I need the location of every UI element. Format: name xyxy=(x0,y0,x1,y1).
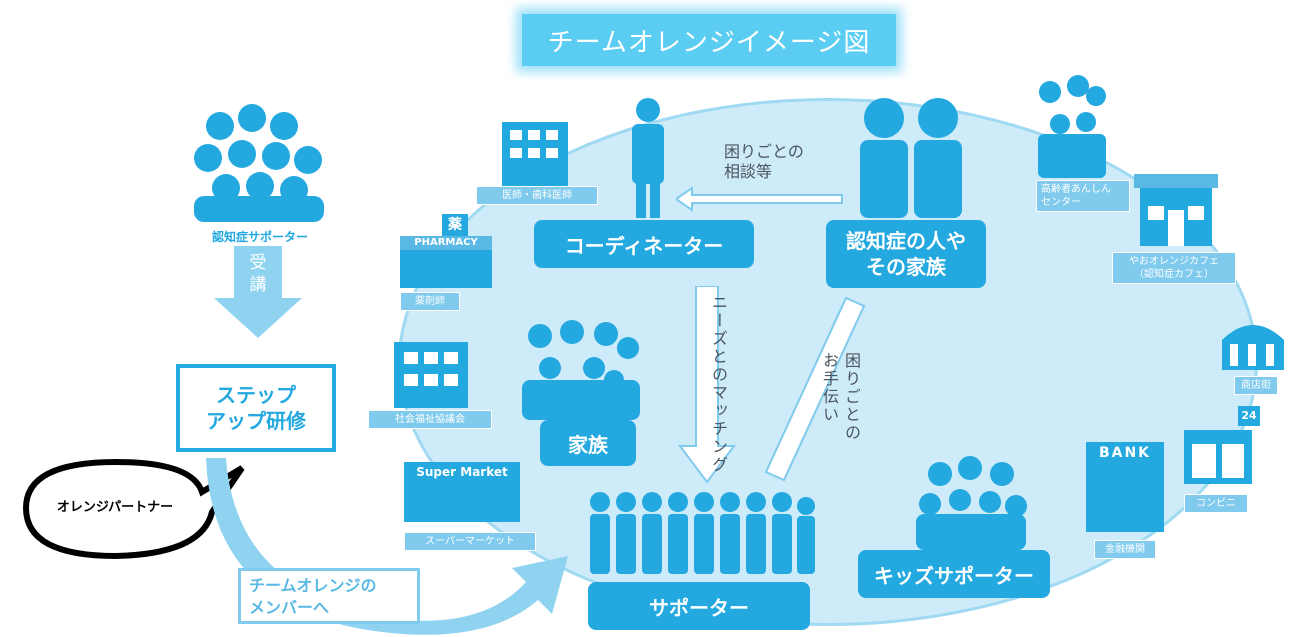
matching-arrow xyxy=(678,286,736,484)
consult-label: 困りごとの 相談等 xyxy=(724,142,804,181)
family-box: 家族 xyxy=(540,420,636,466)
supermarket-sign: Super Market xyxy=(416,465,508,479)
page-title: チームオレンジイメージ図 xyxy=(522,14,896,66)
bank-caption: 金融機関 xyxy=(1094,540,1156,559)
shopping-street-caption: 商店街 xyxy=(1234,376,1278,395)
pharmacy-building-icon: PHARMACY xyxy=(400,236,492,288)
cafe-building-icon xyxy=(1134,174,1218,246)
shopping-street-icon xyxy=(1222,325,1284,370)
council-building-icon xyxy=(394,342,468,408)
to-members-box: チームオレンジの メンバーへ xyxy=(238,568,420,624)
hospital-building-icon xyxy=(502,122,568,186)
coordinator-person-icon xyxy=(632,98,664,218)
matching-label: ニーズとのマッチング xyxy=(709,294,728,474)
family-group-icon xyxy=(522,320,640,420)
down-arrow xyxy=(214,246,302,338)
pharmacist-caption: 薬剤師 xyxy=(400,292,460,311)
supermarket-caption: スーパーマーケット xyxy=(404,532,536,551)
convenience-sign-24: 24 xyxy=(1238,406,1260,426)
supporter-group-icon xyxy=(194,104,324,222)
help-label: 困りごとの お手伝い xyxy=(820,352,861,442)
bank-building-icon: BANK xyxy=(1086,442,1164,532)
supporter-box: サポーター xyxy=(588,582,810,630)
supporters-group-icon xyxy=(590,492,815,574)
attend-label: 受 講 xyxy=(249,253,267,295)
step-up-label: ステップ アップ研修 xyxy=(206,383,306,433)
pharmacy-sign: PHARMACY xyxy=(400,236,492,250)
elderly-center-people-icon xyxy=(1038,75,1106,178)
bank-sign: BANK xyxy=(1098,445,1152,461)
elderly-center-caption: 高齢者あんしん センター xyxy=(1036,180,1130,212)
supermarket-building-icon: Super Market xyxy=(404,462,520,522)
coordinator-box: コーディネーター xyxy=(534,220,754,268)
convenience-caption: コンビニ xyxy=(1184,494,1248,513)
help-arrow xyxy=(764,296,866,482)
doctor-caption: 医師・歯科医師 xyxy=(476,186,598,205)
person-family-box: 認知症の人や その家族 xyxy=(826,220,986,288)
social-council-caption: 社会福祉協議会 xyxy=(368,410,492,429)
kids-supporter-box: キッズサポーター xyxy=(858,550,1050,598)
convenience-store-icon xyxy=(1184,430,1252,484)
pharmacy-kanji: 薬 xyxy=(442,214,468,236)
to-members-label: チームオレンジの メンバーへ xyxy=(249,576,377,617)
step-up-training-box: ステップ アップ研修 xyxy=(176,364,336,452)
consult-arrow xyxy=(676,186,843,212)
cafe-caption: やおオレンジカフェ （認知症カフェ） xyxy=(1112,252,1236,284)
elderly-couple-icon xyxy=(860,98,962,218)
supporter-label: 認知症サポーター xyxy=(211,230,308,244)
kids-group-icon xyxy=(916,456,1027,550)
orange-partner-label: オレンジパートナー xyxy=(56,500,174,515)
